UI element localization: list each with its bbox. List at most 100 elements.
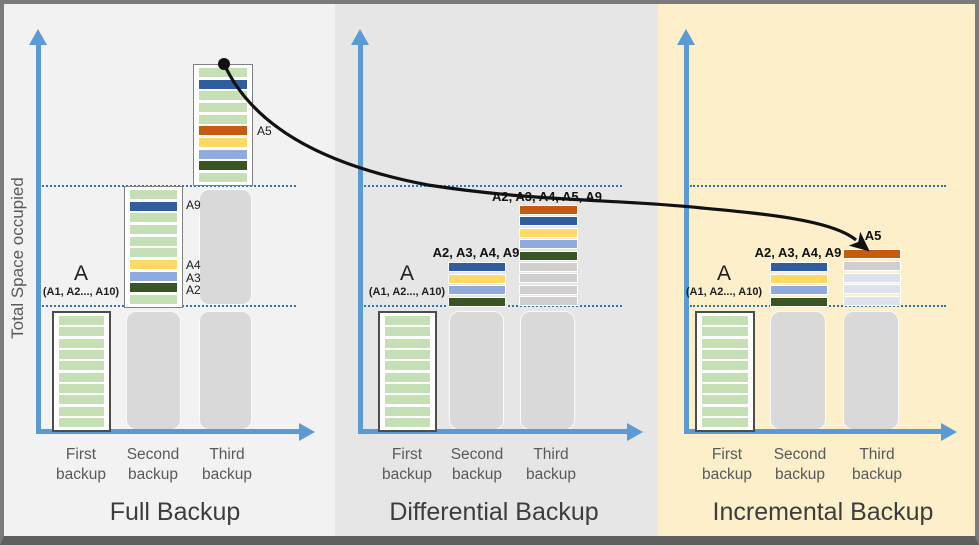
first-backup-set-label: A (716, 262, 731, 285)
full-third-backup-bar (193, 64, 253, 186)
stripe-gray-stripe (843, 260, 901, 271)
col-label-first-backup: First backup (382, 446, 432, 483)
stripe-dark-blue (770, 262, 828, 272)
stripe-light-green (59, 372, 104, 382)
y-axis-arrow-icon (351, 29, 369, 45)
stripe-light-green (130, 248, 177, 258)
previous-backup-block (520, 311, 575, 430)
stripe-orange (843, 249, 901, 259)
stripe-light-green (130, 236, 177, 246)
stripe-light-blue (770, 285, 828, 296)
stripe-light-blue (448, 285, 506, 296)
col-label-third-backup: Third backup (852, 446, 902, 483)
stripe-slate-stripe (843, 272, 901, 283)
incr-third-backup-stack (843, 249, 901, 306)
first-backup-set-sublabel: (A1, A2..., A10) (685, 286, 763, 298)
previous-backup-block (449, 311, 504, 430)
stripe-label-a9: A9 (186, 198, 201, 212)
stripe-light-green (385, 406, 430, 416)
first-backup-set-sublabel: (A1, A2..., A10) (368, 286, 446, 298)
stripe-light-green (199, 91, 247, 101)
dotted-level-line (690, 185, 946, 187)
first-backup-set-sublabel: (A1, A2..., A10) (42, 286, 120, 298)
stripe-dark-blue (199, 79, 247, 89)
x-axis-full (36, 429, 300, 434)
stripe-label-a4: A4 (186, 258, 201, 272)
full-second-backup-bar (124, 186, 183, 308)
dotted-level-line (364, 185, 622, 187)
stripe-light-green (130, 190, 177, 199)
stripe-yellow (519, 227, 578, 238)
stripe-gray-stripe (519, 261, 578, 272)
stripe-light-green (385, 372, 430, 382)
stripe-orange (519, 205, 578, 215)
col-label-first-backup: First backup (56, 446, 106, 483)
col-label-first-backup: First backup (702, 446, 752, 483)
stripe-light-green (702, 327, 748, 337)
stripe-light-green (702, 338, 748, 348)
stripe-light-green (702, 406, 748, 416)
stripe-gray-stripe (519, 273, 578, 284)
stripe-light-green (385, 417, 430, 427)
col-label-second-backup: Second backup (450, 446, 504, 483)
stripe-light-green (385, 361, 430, 371)
y-axis-label: Total Space occupied (8, 177, 27, 339)
previous-backup-block (199, 189, 252, 305)
stripe-light-green (59, 349, 104, 359)
y-axis-incremental (684, 43, 689, 433)
diff-first-backup-bar (378, 311, 437, 432)
stripe-light-green (59, 417, 104, 427)
stripe-light-green (199, 114, 247, 124)
stripe-label-a2: A2 (186, 283, 201, 297)
stripe-yellow (448, 273, 506, 284)
stripe-light-green (385, 316, 430, 325)
stripe-light-green (199, 68, 247, 77)
y-axis-full (36, 43, 41, 433)
stripe-orange (199, 126, 247, 136)
stripe-light-green (702, 395, 748, 405)
stripe-dark-blue (519, 216, 578, 227)
stripe-gray-stripe (519, 284, 578, 295)
x-axis-arrow-icon (941, 423, 957, 441)
stripe-light-green (385, 338, 430, 348)
stripe-slate-stripe (843, 296, 901, 306)
stripe-dark-blue (130, 201, 177, 211)
stripe-dark-green (770, 296, 828, 307)
stripe-light-green (59, 406, 104, 416)
x-axis-arrow-icon (627, 423, 643, 441)
stripe-light-green (702, 349, 748, 359)
stripe-yellow (130, 259, 177, 269)
diff-second-backup-stack (448, 262, 506, 307)
stripe-dark-green (199, 161, 247, 171)
incremental-backup-title: Incremental Backup (712, 498, 934, 526)
y-axis-arrow-icon (29, 29, 47, 45)
stripe-light-blue (199, 149, 247, 159)
stripe-slate-stripe (843, 284, 901, 295)
diff-third-group-label: A2, A3, A4, A5, A9 (491, 189, 603, 204)
stripe-yellow (199, 137, 247, 147)
stripe-yellow (770, 273, 828, 284)
stripe-light-blue (130, 271, 177, 281)
stripe-light-green (385, 395, 430, 405)
x-axis-arrow-icon (299, 423, 315, 441)
previous-backup-block (843, 311, 899, 430)
stripe-light-green (385, 327, 430, 337)
stripe-light-green (59, 361, 104, 371)
stripe-light-green (702, 417, 748, 427)
differential-backup-title: Differential Backup (389, 498, 599, 526)
stripe-light-green (702, 383, 748, 393)
previous-backup-block (126, 311, 181, 430)
previous-backup-block (199, 311, 252, 430)
stripe-dark-green (448, 296, 506, 307)
stripe-light-green (59, 316, 104, 325)
first-backup-set-label: A (73, 262, 88, 285)
stripe-light-green (130, 224, 177, 234)
stripe-light-green (702, 361, 748, 371)
col-label-second-backup: Second backup (126, 446, 180, 483)
first-backup-set-label: A (399, 262, 414, 285)
col-label-third-backup: Third backup (526, 446, 576, 483)
stripe-light-green (59, 338, 104, 348)
stripe-dark-green (519, 250, 578, 261)
col-label-third-backup: Third backup (202, 446, 252, 483)
